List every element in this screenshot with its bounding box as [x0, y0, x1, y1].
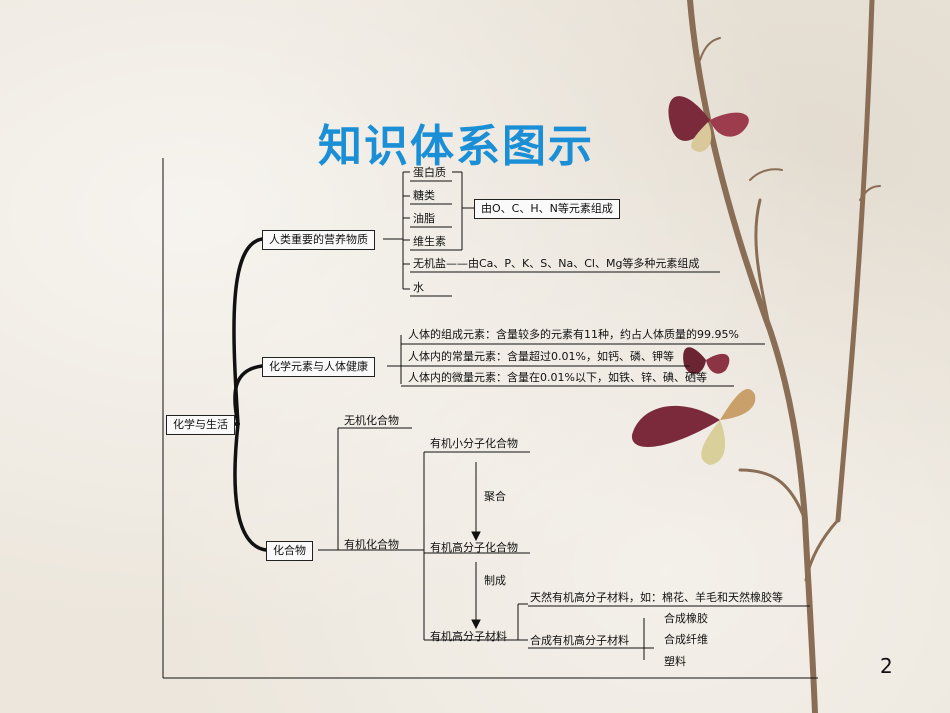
nutrition-item: 维生素 — [413, 235, 446, 248]
elements-line: 人体内的常量元素：含量超过0.01%，如钙、磷、钾等 — [408, 350, 674, 363]
nutrition-item: 油脂 — [413, 212, 435, 225]
inorganic-compound: 无机化合物 — [344, 414, 399, 427]
elements-line: 人体内的微量元素：含量在0.01%以下，如铁、锌、碘、硒等 — [408, 371, 707, 384]
butterfly-icon — [668, 96, 749, 152]
natural-polymer-material: 天然有机高分子材料，如：棉花、羊毛和天然橡胶等 — [530, 591, 783, 604]
nutrition-node: 人类重要的营养物质 — [262, 230, 375, 250]
organic-compound: 有机化合物 — [344, 538, 399, 551]
synthetic-item: 合成橡胶 — [664, 612, 708, 625]
step-make: 制成 — [484, 574, 506, 587]
elements-line: 人体的组成元素：含量较多的元素有11种，约占人体质量的99.95% — [408, 328, 739, 341]
nutrition-water: 水 — [413, 281, 424, 294]
nutrition-item: 糖类 — [413, 189, 435, 202]
polymer-material: 有机高分子材料 — [430, 630, 507, 643]
page-number: 2 — [880, 654, 893, 678]
organic-polymer: 有机高分子化合物 — [430, 541, 518, 554]
compounds-node: 化合物 — [266, 541, 313, 561]
elements-node: 化学元素与人体健康 — [262, 357, 375, 377]
synthetic-polymer-material: 合成有机高分子材料 — [530, 634, 629, 647]
nutrition-group-note: 由O、C、H、N等元素组成 — [474, 199, 620, 219]
nutrition-salt: 无机盐——由Ca、P、K、S、Na、Cl、Mg等多种元素组成 — [413, 257, 700, 270]
synthetic-item: 合成纤维 — [664, 633, 708, 646]
nutrition-item: 蛋白质 — [413, 166, 446, 179]
organic-small-molecule: 有机小分子化合物 — [430, 437, 518, 450]
butterfly-icon — [631, 347, 756, 465]
root-node: 化学与生活 — [166, 415, 235, 435]
synthetic-item: 塑料 — [664, 655, 686, 668]
page-title: 知识体系图示 — [318, 121, 594, 172]
step-polymerize: 聚合 — [484, 490, 506, 503]
